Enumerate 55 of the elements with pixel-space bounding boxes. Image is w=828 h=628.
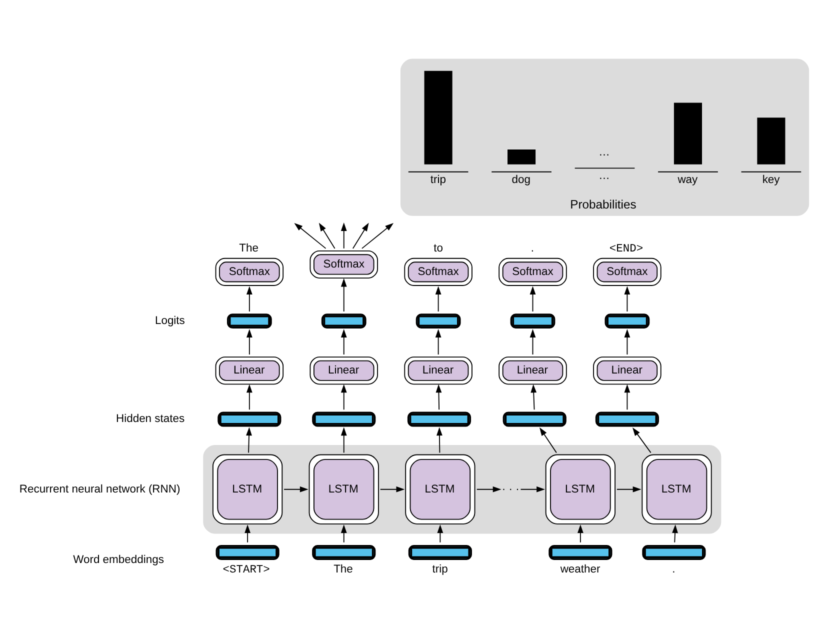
label: Recurrent neural network (RNN) [19,482,180,495]
arrow [436,426,442,453]
label: Hidden states [116,412,185,425]
arrow [362,222,394,248]
node-label: The [239,242,258,254]
arrow [246,328,252,354]
node-text: · · · [502,483,520,496]
arrow [476,486,502,492]
label: … [598,146,610,158]
node-label: . [672,563,676,576]
arrow [340,426,347,453]
arrow [520,486,545,492]
arrow [616,486,642,492]
arrow [672,524,678,542]
arrow [340,328,347,354]
arrow [435,286,442,312]
arrow [530,328,536,354]
node-label: The [334,563,353,576]
arrow [294,222,326,248]
node-label: key [762,173,780,186]
arrow [244,524,250,542]
node-label: dog [512,173,530,186]
node-label: trip [432,563,448,576]
arrow [340,222,347,248]
label: … [598,170,610,182]
arrow [530,384,537,410]
arrow [380,486,405,492]
arrow [246,286,252,312]
node-label: <START> [222,564,270,576]
arrow [340,278,347,312]
arrow [530,286,536,312]
arrow [437,524,444,542]
arrow [340,384,347,410]
arrow [318,222,336,248]
node-label: way [678,173,698,186]
node-label: . [530,242,534,254]
arrow [540,426,557,453]
node-label: weather [560,563,600,576]
arrow [352,222,369,248]
arrow [632,426,652,453]
arrow [435,328,442,354]
node-label: trip [430,173,446,186]
label: Logits [154,314,185,326]
node-label: to [434,242,443,254]
arrow [246,426,252,453]
arrow [284,486,308,492]
arrow [436,384,442,410]
arrow [340,524,347,542]
arrow [624,384,630,410]
arrow [246,384,252,410]
node-label: <END> [609,242,644,255]
arrow [624,328,630,354]
arrow [624,286,630,312]
label: Word embeddings [73,553,164,566]
arrow [578,524,584,542]
